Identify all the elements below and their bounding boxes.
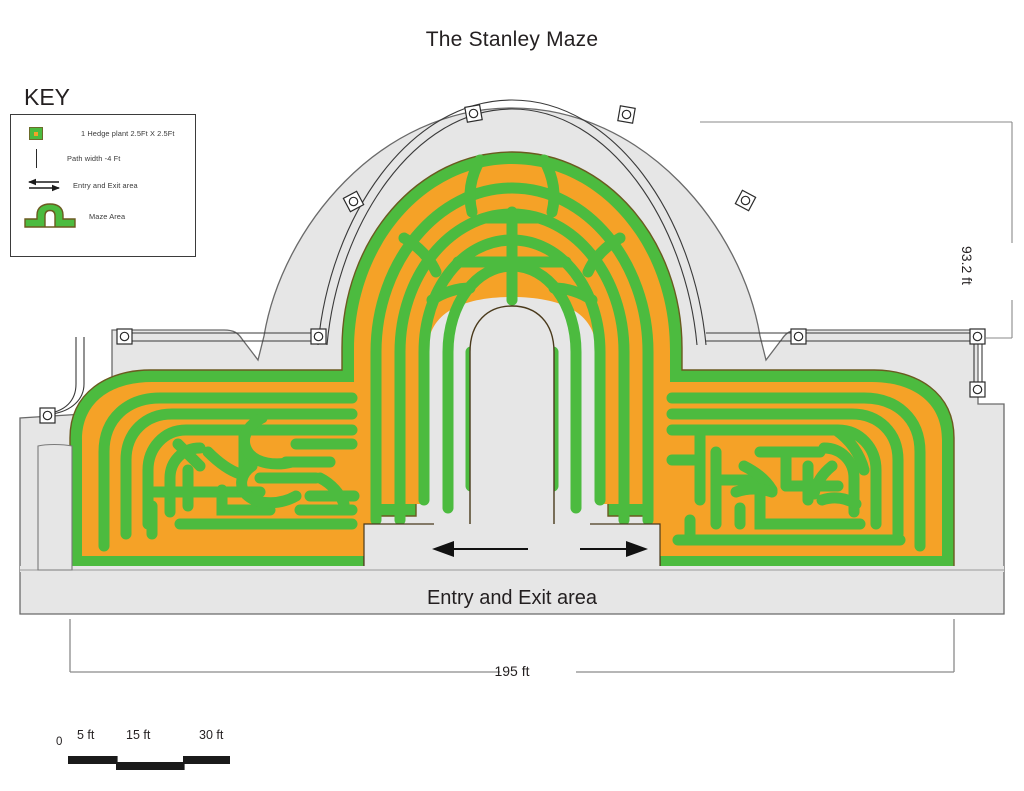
- entry-notch: [363, 523, 661, 568]
- key-item-hedge-plant: 1 Hedge plant 2.5Ft X 2.5Ft: [29, 127, 175, 140]
- node-marker: [464, 104, 483, 123]
- node-marker: [969, 328, 986, 345]
- node-marker: [39, 407, 56, 424]
- key-item-label: Path width -4 Ft: [67, 154, 121, 163]
- node-marker: [969, 381, 986, 398]
- scale-label-5ft: 5 ft: [77, 728, 95, 742]
- horizontal-dimension-line: [69, 619, 955, 673]
- node-marker: [617, 105, 636, 124]
- vertical-dimension-line: [700, 121, 1013, 339]
- entry-strip: [20, 566, 1004, 572]
- maze-area-shape-icon: [23, 203, 77, 229]
- vertical-dimension-label: 93.2 ft: [959, 246, 975, 285]
- entry-exit-arrows-icon: [27, 177, 61, 193]
- maze-walls-left-wing: [98, 392, 360, 552]
- maze-walls-arch: [370, 154, 654, 526]
- node-marker: [116, 328, 133, 345]
- railing-node-markers: [39, 104, 986, 424]
- entry-exit-area-label: Entry and Exit area: [426, 587, 598, 609]
- node-marker: [342, 190, 365, 213]
- page-title: The Stanley Maze: [425, 28, 599, 51]
- scale-label-30ft: 30 ft: [199, 728, 224, 742]
- key-item-entry-exit: Entry and Exit area: [27, 177, 138, 193]
- hedge-plant-swatch-icon: [29, 127, 43, 140]
- entry-exit-arrows: [432, 541, 648, 557]
- scale-label-zero: 0: [56, 736, 63, 748]
- arch-interior-opening: [469, 305, 555, 569]
- maze-walls-right-wing: [666, 392, 926, 552]
- scale-label-15ft: 15 ft: [126, 728, 151, 742]
- scale-bar: [68, 756, 230, 770]
- key-item-label: 1 Hedge plant 2.5Ft X 2.5Ft: [81, 129, 175, 138]
- key-heading: KEY: [24, 84, 71, 110]
- path-width-line-icon: [36, 149, 37, 168]
- key-item-label: Entry and Exit area: [73, 180, 138, 190]
- key-item-maze-area: Maze Area: [23, 203, 125, 229]
- node-marker: [310, 328, 327, 345]
- key-item-label: Maze Area: [89, 211, 126, 221]
- horizontal-dimension-label: 195 ft: [494, 663, 530, 679]
- perimeter-railing: [43, 99, 983, 415]
- key-legend-box: 1 Hedge plant 2.5Ft X 2.5Ft Path width -…: [10, 114, 196, 257]
- node-marker: [734, 189, 757, 212]
- left-grey-pocket: [37, 443, 73, 571]
- node-marker: [790, 328, 807, 345]
- key-item-path-width: Path width -4 Ft: [29, 149, 120, 168]
